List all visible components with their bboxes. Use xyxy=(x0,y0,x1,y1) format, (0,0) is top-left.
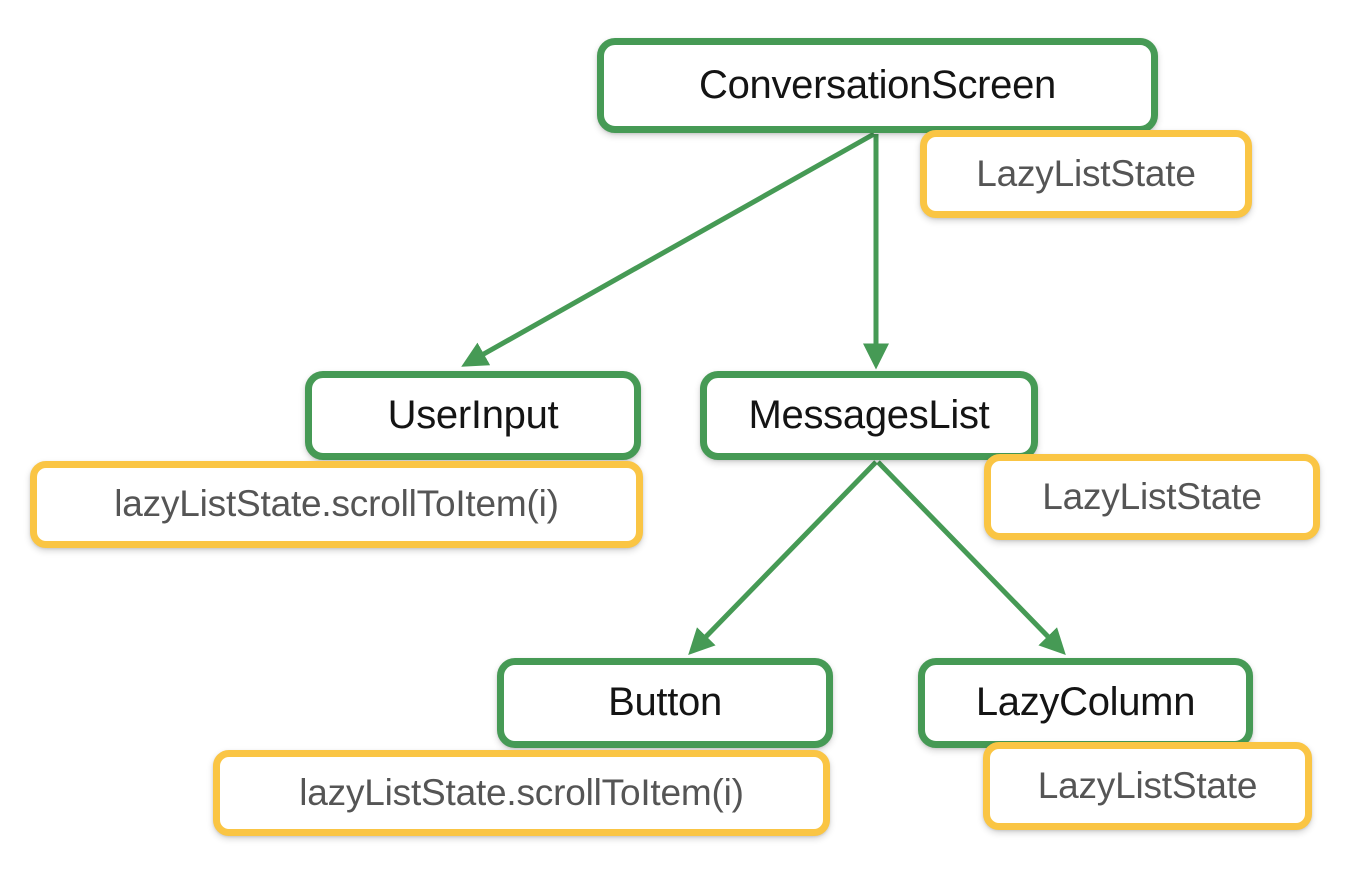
node-messages-list-state-label: LazyListState xyxy=(1042,475,1262,517)
node-user-input-state-label: lazyListState.scrollToItem(i) xyxy=(114,483,559,524)
node-button-state[interactable]: lazyListState.scrollToItem(i) xyxy=(213,750,830,836)
node-button-label: Button xyxy=(608,680,722,724)
node-conversation-screen-label: ConversationScreen xyxy=(698,62,1057,107)
node-lazy-column[interactable]: LazyColumn xyxy=(918,658,1253,748)
node-lazy-column-state-label: LazyListState xyxy=(1037,764,1258,806)
node-button-state-label: lazyListState.scrollToItem(i) xyxy=(299,771,744,813)
node-user-input-label: UserInput xyxy=(387,392,559,437)
node-button[interactable]: Button xyxy=(497,658,833,748)
node-messages-list-label: MessagesList xyxy=(748,392,990,437)
node-user-input-state[interactable]: lazyListState.scrollToItem(i) xyxy=(30,461,643,548)
node-messages-list-state[interactable]: LazyListState xyxy=(984,454,1320,540)
node-conversation-screen-state[interactable]: LazyListState xyxy=(920,130,1252,218)
node-conversation-screen-state-label: LazyListState xyxy=(976,152,1196,194)
node-user-input[interactable]: UserInput xyxy=(305,371,641,460)
node-messages-list[interactable]: MessagesList xyxy=(700,371,1038,460)
node-lazy-column-label: LazyColumn xyxy=(975,680,1196,724)
node-lazy-column-state[interactable]: LazyListState xyxy=(983,742,1312,830)
edge-messageslist-button xyxy=(688,460,878,655)
edge-conversationscreen-userinput xyxy=(461,131,876,367)
node-conversation-screen[interactable]: ConversationScreen xyxy=(597,38,1158,133)
